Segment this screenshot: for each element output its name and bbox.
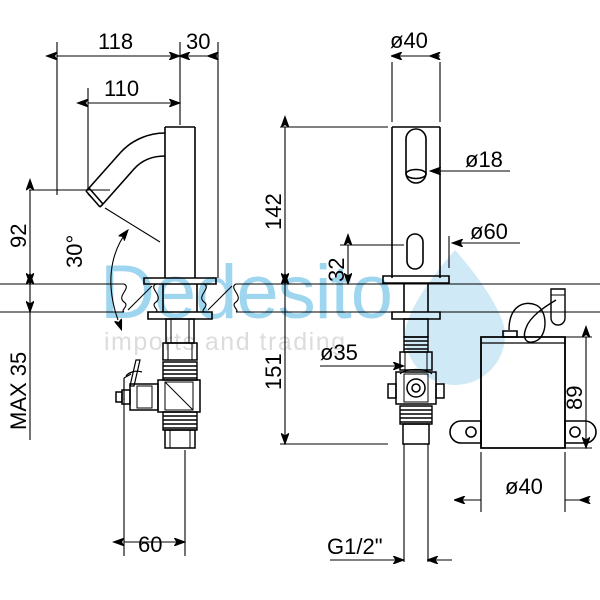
dimension-label-d35: ø35 [320,340,358,365]
dimension-label-118: 118 [98,29,133,54]
watermark-brand: Dedesito [100,250,392,335]
front-view-dimension-labels: ø40 ø18 ø60 142 32 151 ø35 G1/2" [261,28,508,559]
side-view-tap-geometry [85,126,196,278]
watermark-tagline: imports and trading [104,328,347,356]
dimension-label-g12: G1/2" [327,534,383,559]
solenoid-dimension-labels: 89 ø40 [505,386,587,499]
dimension-label-142: 142 [261,193,286,230]
solenoid-box-geometry [449,288,597,449]
dimension-label-110: 110 [104,76,139,101]
dimension-label-92: 92 [6,224,31,248]
dimension-label-32: 32 [324,258,349,282]
dimension-label-151: 151 [261,353,286,390]
side-view-shank-valve [115,318,201,449]
dimension-label-d60: ø60 [470,219,508,244]
dimension-label-30deg: 30° [62,235,87,268]
dimension-label-89: 89 [562,386,587,410]
front-view-dimension-lines [280,56,520,562]
front-view-shank-valve [387,318,445,445]
dimension-label-30: 30 [186,29,210,54]
dimension-label-60: 60 [138,532,162,557]
dimension-label-max35: MAX 35 [6,352,31,430]
dimension-label-front-d40: ø40 [390,28,428,53]
dimension-label-d18: ø18 [465,147,503,172]
side-view-dimension-lines [29,42,218,556]
solenoid-dimension-lines [455,337,592,512]
dimension-label-solenoid-d40: ø40 [505,474,543,499]
side-view-dimension-labels: 118 30 110 92 MAX 35 30° 60 [6,29,210,557]
front-view-tap-geometry [382,126,450,320]
